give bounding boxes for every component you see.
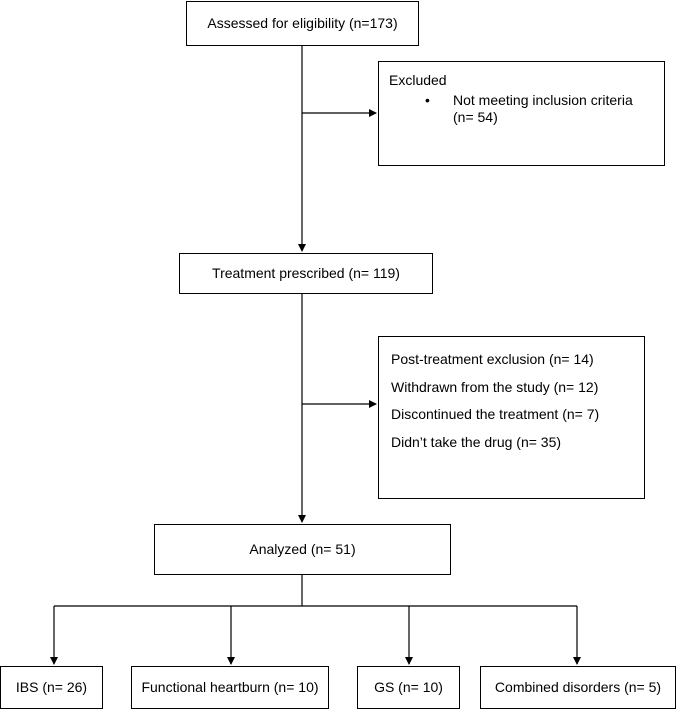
group-label-combined-disorders: Combined disorders (n= 5) <box>494 678 662 695</box>
analyzed-box: Analyzed (n= 51) <box>154 524 451 575</box>
assessed-label: Assessed for eligibility (n=173) <box>207 14 398 31</box>
analyzed-label: Analyzed (n= 51) <box>249 540 356 557</box>
group-box-functional-heartburn: Functional heartburn (n= 10) <box>131 666 329 709</box>
post-treatment-box: Post-treatment exclusion (n= 14) Withdra… <box>378 336 645 499</box>
treatment-box: Treatment prescribed (n= 119) <box>179 253 433 294</box>
group-label-ibs: IBS (n= 26) <box>15 678 88 695</box>
excluded-count: (n= 54) <box>453 109 498 125</box>
excluded-item: • Not meeting inclusion criteria (n= 54) <box>389 92 664 127</box>
withdrawn-from-study: Withdrawn from the study (n= 12) <box>391 378 599 395</box>
group-box-ibs: IBS (n= 26) <box>0 666 103 709</box>
group-box-gs: GS (n= 10) <box>357 666 460 709</box>
group-box-combined-disorders: Combined disorders (n= 5) <box>480 666 676 709</box>
excluded-box: Excluded • Not meeting inclusion criteri… <box>378 61 665 166</box>
bullet-icon: • <box>425 91 430 108</box>
group-label-functional-heartburn: Functional heartburn (n= 10) <box>141 678 319 695</box>
excluded-reason: Not meeting inclusion criteria <box>453 91 633 108</box>
excluded-title: Excluded <box>389 72 447 88</box>
discontinued-treatment: Discontinued the treatment (n= 7) <box>391 406 600 422</box>
did-not-take-drug: Didn’t take the drug (n= 35) <box>391 433 562 450</box>
group-label-gs: GS (n= 10) <box>374 678 443 695</box>
treatment-label: Treatment prescribed (n= 119) <box>212 264 400 281</box>
post-treatment-exclusion: Post-treatment exclusion (n= 14) <box>391 351 594 367</box>
assessed-box: Assessed for eligibility (n=173) <box>186 1 419 46</box>
